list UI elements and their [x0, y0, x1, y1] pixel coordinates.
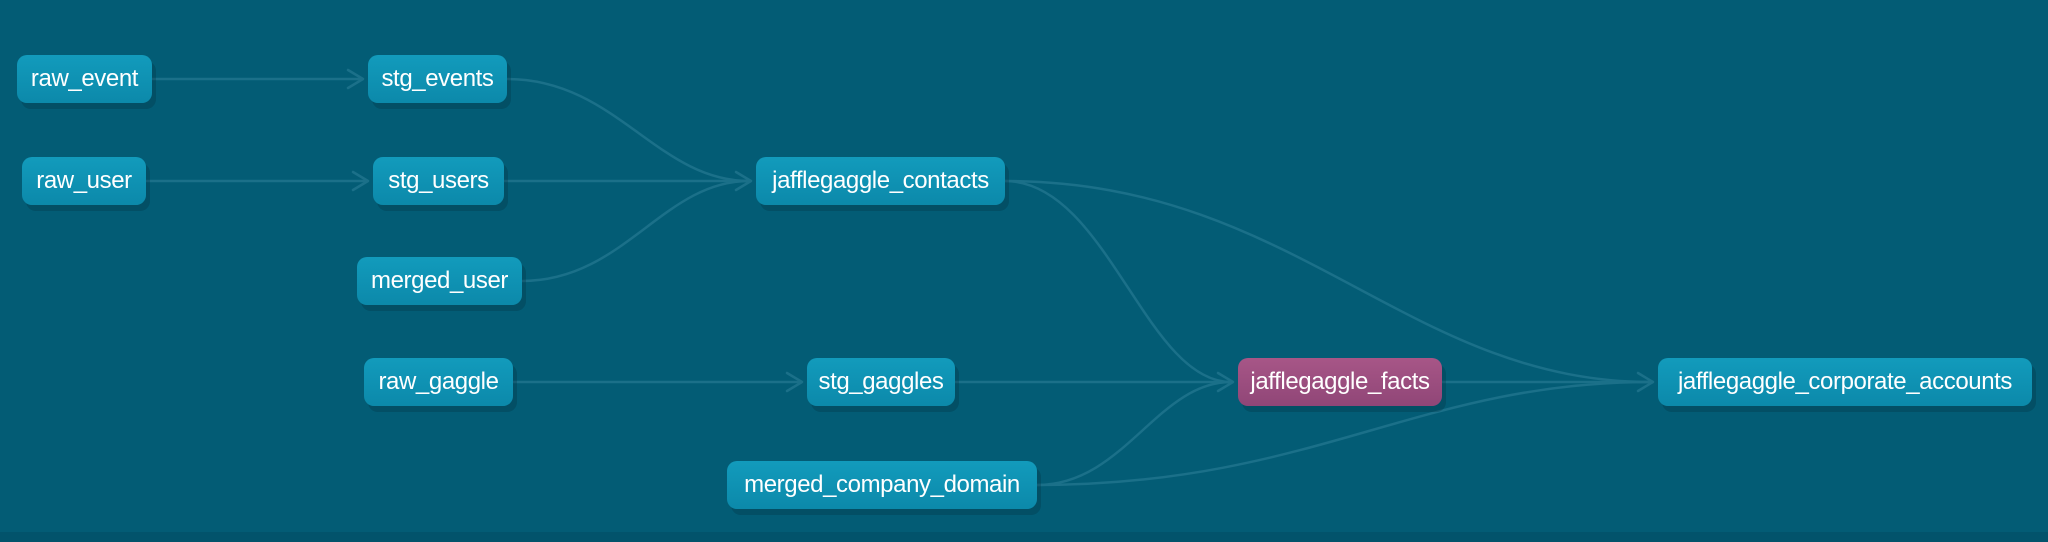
node-merged_user[interactable]: merged_user: [357, 257, 522, 305]
edge-stg_events-to-jafflegaggle_contacts: [505, 77, 751, 183]
node-jafflegaggle_corporate_accounts[interactable]: jafflegaggle_corporate_accounts: [1658, 358, 2032, 406]
node-raw_gaggle[interactable]: raw_gaggle: [364, 358, 513, 406]
node-raw_event[interactable]: raw_event: [17, 55, 152, 103]
node-jafflegaggle_facts[interactable]: jafflegaggle_facts: [1238, 358, 1442, 406]
node-stg_users[interactable]: stg_users: [373, 157, 504, 205]
node-stg_gaggles[interactable]: stg_gaggles: [807, 358, 955, 406]
edge-merged_company_domain-to-jafflegaggle_corporate_accounts: [1035, 380, 1653, 487]
edge-jafflegaggle_contacts-to-jafflegaggle_corporate_accounts: [1003, 179, 1653, 384]
arrowhead-into-jafflegaggle_facts: [1216, 371, 1235, 393]
arrowhead-into-stg_users: [351, 170, 370, 192]
arrowhead-into-jafflegaggle_corporate_accounts: [1636, 371, 1655, 393]
arrowhead-into-jafflegaggle_contacts: [734, 170, 753, 192]
arrowhead-into-stg_gaggles: [785, 371, 804, 393]
edge-jafflegaggle_contacts-to-jafflegaggle_facts: [1003, 179, 1233, 384]
node-stg_events[interactable]: stg_events: [368, 55, 507, 103]
node-raw_user[interactable]: raw_user: [22, 157, 146, 205]
node-merged_company_domain[interactable]: merged_company_domain: [727, 461, 1037, 509]
arrowhead-into-stg_events: [346, 68, 365, 90]
node-jafflegaggle_contacts[interactable]: jafflegaggle_contacts: [756, 157, 1005, 205]
edge-merged_user-to-jafflegaggle_contacts: [520, 179, 751, 283]
bottom-strip: [0, 532, 2048, 542]
edge-merged_company_domain-to-jafflegaggle_facts: [1035, 380, 1233, 487]
